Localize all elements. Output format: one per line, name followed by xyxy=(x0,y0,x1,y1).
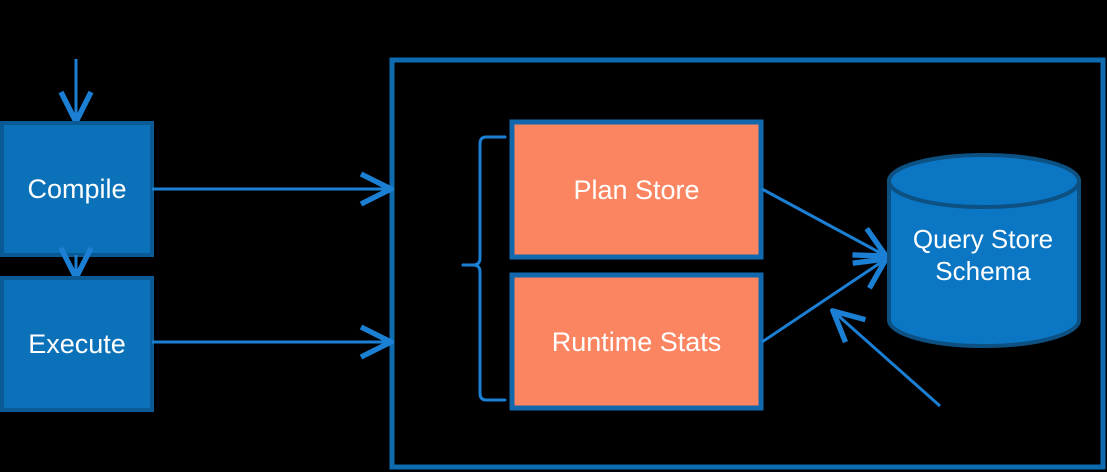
edge-plan-schema xyxy=(761,187,886,256)
cylinder-body xyxy=(887,179,1081,348)
edge-runtime-schema xyxy=(761,259,886,344)
cylinder-top-ellipse xyxy=(887,153,1081,209)
store-group-bracket xyxy=(461,135,507,402)
runtime-stats-box[interactable] xyxy=(509,272,764,411)
execute-box[interactable] xyxy=(0,276,154,412)
compile-box[interactable] xyxy=(0,121,154,257)
plan-store-box[interactable] xyxy=(509,119,764,260)
edge-external-schema xyxy=(833,311,941,408)
query-store-schema-cylinder[interactable] xyxy=(887,153,1081,348)
query-store-boundary xyxy=(389,57,1106,470)
